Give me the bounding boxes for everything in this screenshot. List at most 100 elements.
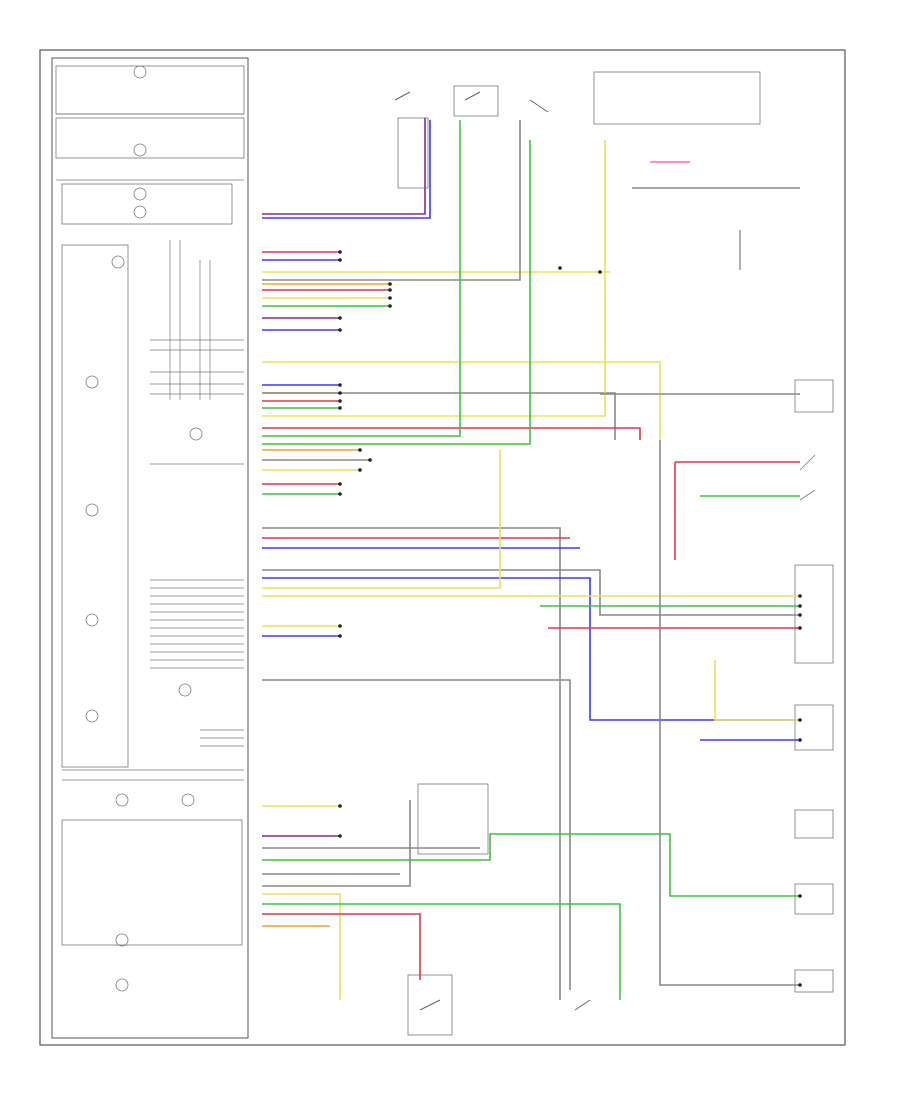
center-relay-box [417, 783, 489, 855]
bulb-icon [133, 65, 147, 79]
component-box [794, 883, 834, 915]
component-box [794, 809, 834, 839]
upper-indicator-box-3 [61, 183, 233, 225]
instrument-cluster [51, 57, 249, 1039]
wire-green-8 [262, 903, 621, 1000]
cluster-outline [51, 57, 249, 1039]
wire-blue-6 [262, 577, 800, 721]
connector-pin [358, 448, 362, 452]
bulb-icon [85, 375, 99, 389]
switch-contact [394, 91, 411, 101]
connector-pin [798, 626, 802, 630]
upper-indicator-box-1 [55, 65, 245, 115]
wire-yellow-6 [262, 450, 501, 589]
cluster-rails [56, 113, 244, 781]
diagram-frame [39, 49, 846, 1046]
wire-red-7 [262, 913, 421, 980]
wire-green-4 [262, 140, 531, 445]
connector-pins [338, 250, 802, 987]
connector-pin [338, 492, 342, 496]
connector-pin [798, 613, 802, 617]
switch-box-1 [397, 117, 429, 189]
bulb-icon [181, 793, 195, 807]
bottom-relay-box [407, 974, 453, 1036]
connector-pin [558, 266, 562, 270]
switch-box-2 [453, 85, 499, 117]
connector-pin [338, 328, 342, 332]
wire-red-long [262, 427, 641, 440]
indicator-group-box [61, 244, 129, 768]
connector-pin [798, 983, 802, 987]
bulb-icon [178, 683, 192, 697]
lower-indicator-box [61, 819, 243, 946]
connector-pin [338, 258, 342, 262]
relay-contact [419, 999, 441, 1011]
connector-pin [338, 383, 342, 387]
wire-gray-11 [262, 800, 411, 887]
connector-pin [338, 834, 342, 838]
connector-pin [388, 288, 392, 292]
connector-pin [338, 406, 342, 410]
sensor-lead [799, 489, 816, 501]
switch-contact [464, 91, 481, 101]
wire-gray-6 [262, 527, 561, 1000]
switch-box-3 [593, 71, 761, 125]
connector-pin [338, 250, 342, 254]
wire-yellow-10 [262, 893, 341, 1000]
bulb-icon [115, 793, 129, 807]
bottom-switch-contact [574, 999, 591, 1011]
connector-pin [798, 594, 802, 598]
wire-harness [262, 118, 800, 1000]
cluster-bulbs [85, 65, 203, 992]
component-box [794, 564, 834, 664]
connector-pin [338, 482, 342, 486]
connector-pin [338, 804, 342, 808]
wire-gray-8 [262, 679, 571, 990]
connector-pin [598, 270, 602, 274]
wire-purple-top [262, 118, 426, 215]
connector-pin [798, 718, 802, 722]
bulb-icon [133, 205, 147, 219]
switch-contact [529, 99, 549, 113]
connector-pin [338, 634, 342, 638]
wire-gray-4 [262, 392, 616, 440]
wire-green-7 [262, 833, 800, 897]
wire-yellow-right [714, 660, 800, 721]
wire-blue-top [262, 120, 431, 219]
connector-pin [388, 296, 392, 300]
connector-pin [798, 894, 802, 898]
bulb-icon [85, 613, 99, 627]
top-switches [394, 71, 761, 270]
sensor-lead [799, 454, 816, 471]
right-components [794, 379, 834, 993]
connector-pin [338, 316, 342, 320]
connector-pin [388, 282, 392, 286]
wire-gray-7 [262, 569, 800, 616]
wire-gray-right-3 [659, 440, 800, 986]
wire-yellow-3 [262, 361, 661, 440]
bulb-icon [189, 427, 203, 441]
connector-pin [358, 468, 362, 472]
bulb-icon [111, 255, 125, 269]
connector-pin [338, 399, 342, 403]
bulb-icon [133, 187, 147, 201]
component-box [794, 379, 834, 413]
connector-pin [368, 458, 372, 462]
wire-green-3 [262, 120, 461, 437]
bulb-icon [85, 503, 99, 517]
wire-yellow-4 [262, 140, 606, 417]
connector-pin [798, 604, 802, 608]
connector-pin [798, 738, 802, 742]
connector-pin [388, 304, 392, 308]
component-box [794, 704, 834, 751]
connector-pin [338, 624, 342, 628]
upper-indicator-box-2 [55, 117, 245, 159]
bulb-icon [85, 709, 99, 723]
bulb-icon [133, 143, 147, 157]
bulb-icon [115, 933, 129, 947]
connector-pin [338, 391, 342, 395]
wire-gray-3 [262, 120, 521, 281]
component-box [794, 969, 834, 993]
bulb-icon [115, 978, 129, 992]
